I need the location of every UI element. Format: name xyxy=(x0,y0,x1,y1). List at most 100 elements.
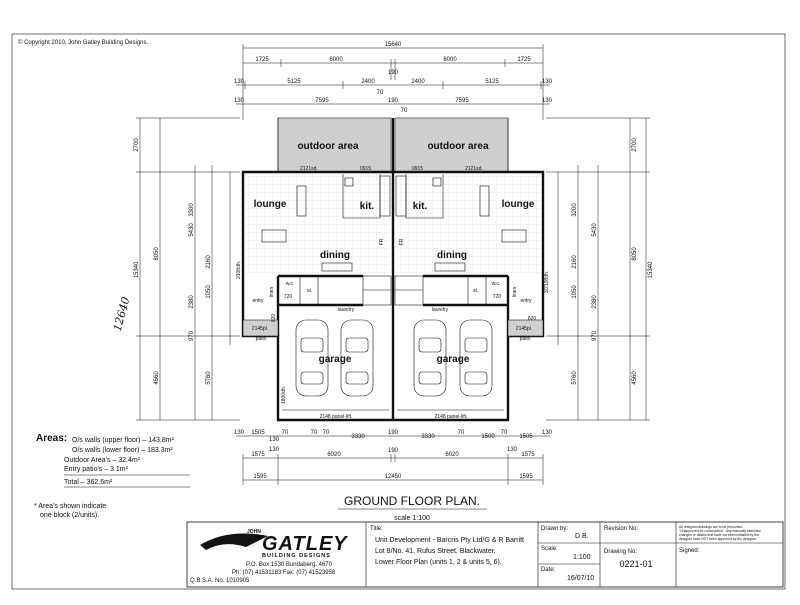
note-2108-left: 2108dh. xyxy=(236,261,242,279)
dim-top-r4-1: 7595 xyxy=(315,98,329,104)
dim-left-inner-4: 2380 xyxy=(189,295,195,309)
handwritten-note: 12640 xyxy=(111,296,133,333)
title-line-0: Unit Development - Barcris Pty Ltd/G & R… xyxy=(375,537,524,544)
note-2145-right: 2145pl. xyxy=(516,326,532,332)
area-note-1: * Area's shown indicate xyxy=(34,503,106,510)
linen-right: linen xyxy=(512,287,518,298)
note-720-right: 720 xyxy=(493,294,502,300)
dim-top-r3-3: 2400 xyxy=(411,79,425,85)
signed-label: Signed: xyxy=(679,548,700,554)
dim-top-r2-2: 190 xyxy=(388,70,399,76)
garage-cars xyxy=(295,319,493,397)
dim-right-outer-0: 2700 xyxy=(632,138,638,152)
dim-top-r2-3: 6000 xyxy=(443,57,457,63)
tiled-floor-right xyxy=(397,174,541,274)
fr-left: FR xyxy=(379,238,385,245)
dim-right-outer-2: 4560 xyxy=(632,371,638,385)
title-line-1: Lot 8/No. 41, Rufus Street, Blackwater. xyxy=(375,548,496,555)
right-dimensions: 2700 8050 4560 15340 3200 5430 2160 1050… xyxy=(546,117,654,421)
dim-top-r3-0: 130 xyxy=(234,79,245,85)
dim-bot-r2-2: 6020 xyxy=(327,452,341,458)
dim-left-outer-1: 8050 xyxy=(154,247,160,261)
dim-bot-r1-3: 70 xyxy=(282,430,289,436)
qbsa-number: Q.B.S.A. No. 1010905 xyxy=(190,578,250,584)
note-2145-left: 2145pl. xyxy=(252,326,268,332)
dim-left-inner-6: 5760 xyxy=(206,371,212,385)
st-right: st. xyxy=(473,288,478,294)
company-phone: Ph: (07) 41531183 Fax: (07) 41523958 xyxy=(232,570,336,576)
entry-left: entry xyxy=(252,298,264,304)
dim-bot-r2-6: 1575 xyxy=(521,452,535,458)
floor-plan: outdoor area outdoor area kit. kit. loun… xyxy=(236,117,550,422)
dim-top-r3-4: 5125 xyxy=(485,79,499,85)
dim-bot-r1-13: 130 xyxy=(542,430,553,436)
dim-bot-r1-0: 130 xyxy=(234,430,245,436)
disclaimer-1: "Unapproved for construction". Any manua… xyxy=(679,529,761,533)
scale-label: Scale: xyxy=(541,546,558,552)
dim-left-inner-0: 3300 xyxy=(189,203,195,217)
note-720-left: 720 xyxy=(284,294,293,300)
lounge-right-label: lounge xyxy=(502,199,535,210)
dim-bot-r2-3: 190 xyxy=(388,448,399,454)
plan-title: GROUND FLOOR PLAN. xyxy=(344,494,480,508)
top-dimensions: 15640 1725 6000 190 6000 1725 130 5125 2… xyxy=(234,42,553,120)
dim-top-r4-0: 130 xyxy=(234,98,245,104)
dim-top-r2-4: 1725 xyxy=(517,57,531,63)
dim-top-r3-1: 5125 xyxy=(287,79,301,85)
dim-bot-r1-6: 3330 xyxy=(351,434,365,440)
dim-right-inner-1: 5430 xyxy=(592,223,598,237)
dim-bot-r1-8: 3330 xyxy=(421,434,435,440)
patio-right: patio xyxy=(520,336,531,342)
note-820-right: 820 xyxy=(528,316,537,322)
dim-left-inner-1: 5430 xyxy=(189,223,195,237)
patio-left: patio xyxy=(256,336,267,342)
copyright-text: © Copyright 2010, John Gatley Building D… xyxy=(18,39,148,46)
outdoor-left-label: outdoor area xyxy=(297,141,359,152)
dim-top-r3-5: 130 xyxy=(542,79,553,85)
note-2108-right: 3/2108dh. xyxy=(544,271,550,293)
dim-bot-r1-12: 1505 xyxy=(519,434,533,440)
dim-left-outer-0: 2700 xyxy=(134,138,140,152)
dim-left-outer-2: 4560 xyxy=(154,371,160,385)
dim-top-r3-2: 2400 xyxy=(361,79,375,85)
dim-bot-r1-11: 70 xyxy=(501,430,508,436)
dim-bot-r2-4: 6020 xyxy=(445,452,459,458)
date-value: 16/07/10 xyxy=(567,575,594,582)
dim-bot-r1-7: 190 xyxy=(388,430,399,436)
dim-top-overall: 15640 xyxy=(385,42,402,48)
disclaimer-3: designer have NOT been approved by the d… xyxy=(679,537,757,541)
kit-left-label: kit. xyxy=(360,201,375,212)
title-label: Title: xyxy=(370,526,383,532)
drawing-no-value: 0221-01 xyxy=(619,559,652,569)
dim-bot-r1-4: 70 xyxy=(311,430,318,436)
wc-right: w.c. xyxy=(492,281,501,287)
laundry-right: laundry xyxy=(432,307,449,313)
st-left: st. xyxy=(307,288,312,294)
dim-left-inner-2: 2160 xyxy=(206,255,212,269)
dining-right-label: dining xyxy=(437,250,467,261)
dim-bot-r1-2: 130 xyxy=(269,437,280,443)
garage-right-label: garage xyxy=(437,354,470,365)
dim-left-inner-5: 970 xyxy=(189,330,195,341)
kit-right-label: kit. xyxy=(413,201,428,212)
areas-summary: Areas: O/s walls (upper floor) – 143.8m²… xyxy=(34,433,190,519)
disclaimer-2: changes or details that have not been in… xyxy=(679,533,759,537)
fr-right: FR xyxy=(399,238,405,245)
dim-left-outer-3: 15340 xyxy=(134,261,140,278)
panel-lift-right: 2148 panel-lift. xyxy=(435,414,468,420)
dim-top-r4-2: 190 xyxy=(388,98,399,104)
dim-top-r4-mid: 70 xyxy=(401,108,408,114)
note-0915-right: 0915 xyxy=(412,166,423,172)
outdoor-right-label: outdoor area xyxy=(427,141,489,152)
tiled-floor-left xyxy=(245,174,389,274)
dim-top-r2-0: 1725 xyxy=(255,57,269,63)
bottom-dimensions: 130 1505 130 70 70 70 3330 190 3330 70 1… xyxy=(234,430,553,485)
laundry-left: laundry xyxy=(338,307,355,313)
svg-text:JOHN: JOHN xyxy=(247,529,261,535)
areas-heading: Areas: xyxy=(36,433,67,444)
area-line-0: O/s walls (upper floor) – 143.8m² xyxy=(72,437,175,444)
drawing-no-label: Drawing No: xyxy=(604,549,637,555)
lounge-left-label: lounge xyxy=(254,199,287,210)
area-line-1: O/s walls (lower floor) – 183.3m² xyxy=(72,447,173,454)
